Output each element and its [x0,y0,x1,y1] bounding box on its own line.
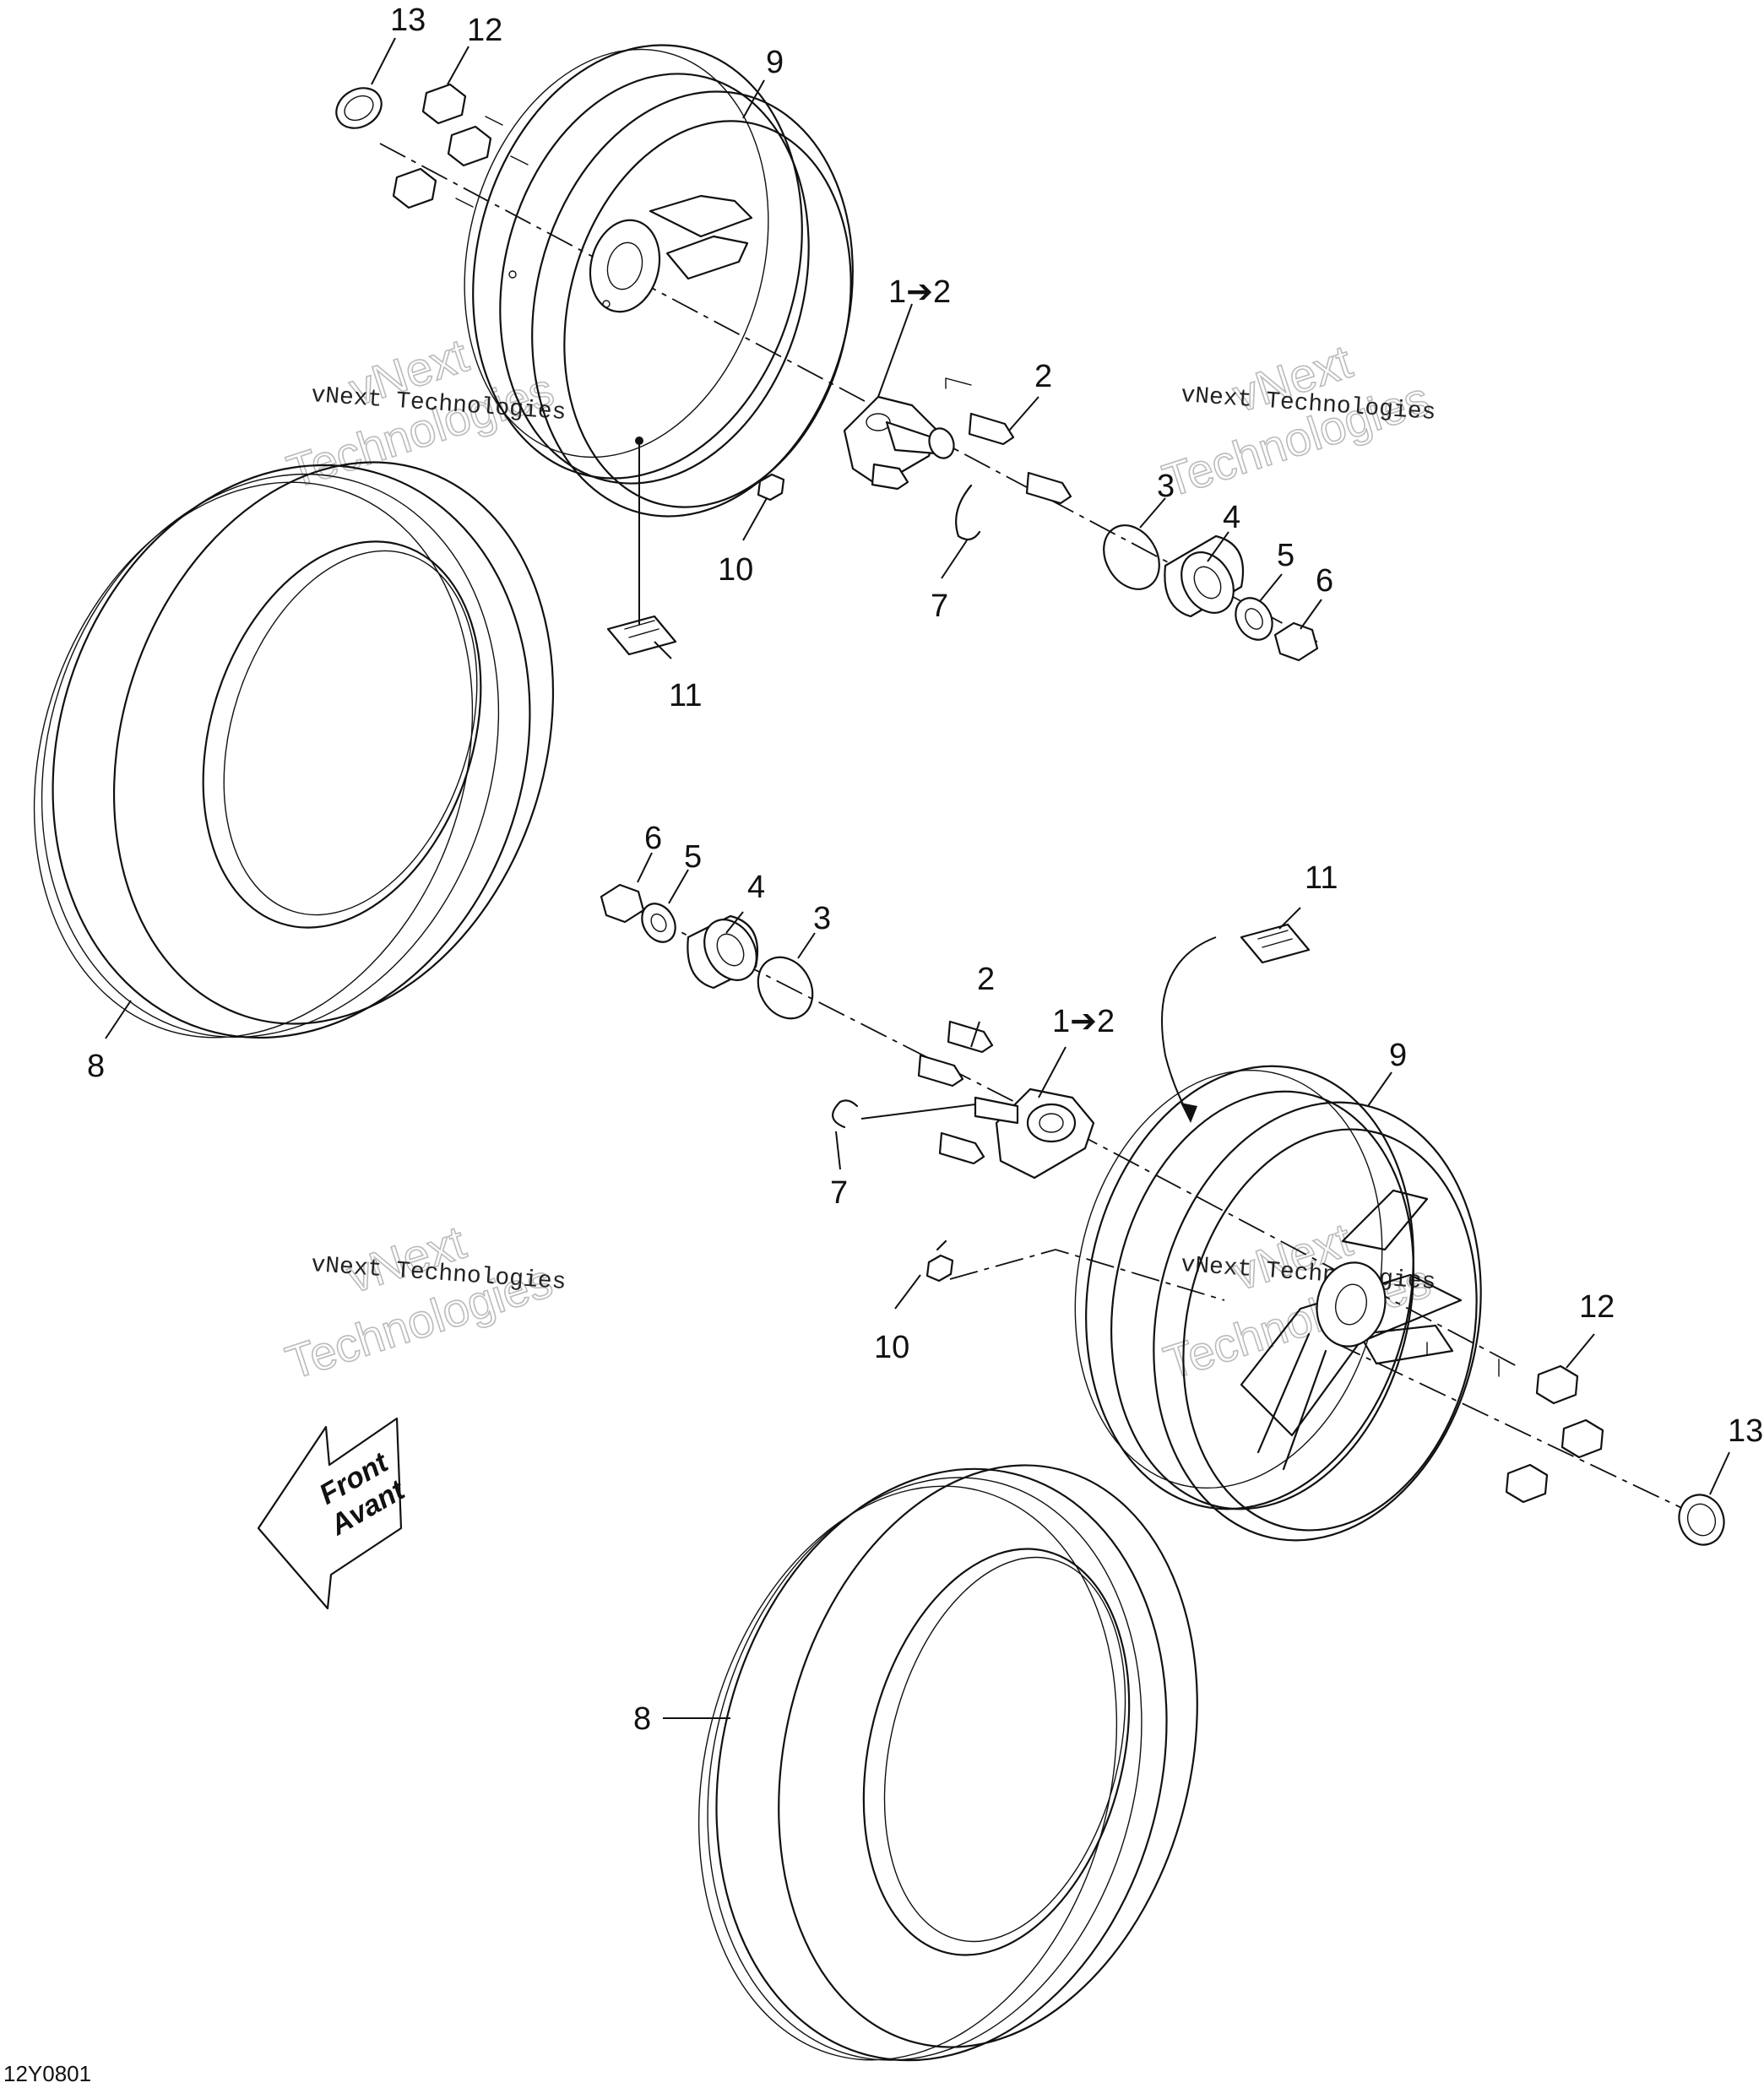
middle-nut [600,883,645,924]
callout-mid-2: 2 [977,962,995,997]
callout-top-9: 9 [766,45,784,80]
callout-mid-5: 5 [684,839,702,875]
top-axis-line [379,143,1318,643]
callout-top-5: 5 [1277,538,1295,573]
callout-mid-7: 7 [830,1175,848,1211]
top-cotter-pin [955,484,981,541]
front-direction-arrow: Front Avant [257,1417,411,1610]
top-rim-label [606,437,677,656]
callout-mid-6: 6 [644,821,662,856]
top-washer [1235,597,1273,641]
callout-mid-11: 11 [1305,860,1338,896]
middle-washer [641,903,676,943]
middle-valve-line [949,1249,1225,1301]
middle-hub [974,1087,1095,1180]
callout-top-13: 13 [390,3,426,38]
callout-mid-10: 10 [874,1330,909,1365]
middle-cotter-pin [832,1099,976,1129]
callout-mid-13: 13 [1728,1413,1763,1449]
middle-studs [917,1020,994,1165]
middle-bearing [687,914,759,990]
middle-valve-stem [925,1239,954,1283]
callout-top-7: 7 [931,588,948,624]
callout-mid-9: 9 [1389,1038,1407,1073]
callout-top-1to2: 1➔2 [888,274,951,310]
top-valve-stem [757,473,785,502]
middle-lugs-line [1333,1342,1690,1512]
top-wheel-rim [464,44,854,518]
callout-top-4: 4 [1223,500,1240,535]
callout-mid-1to2: 1➔2 [1052,1004,1115,1039]
callout-top-11: 11 [669,678,702,713]
top-hub [843,395,955,487]
callout-top-6: 6 [1316,563,1333,599]
callout-top-10: 10 [718,552,753,588]
callout-mid-3: 3 [813,901,831,936]
callout-bottom-8: 8 [633,1701,651,1737]
middle-wheel-rim [1074,1065,1482,1542]
document-id: 12Y0801 [3,2061,91,2086]
top-snap-ring [1103,524,1160,590]
top-studs [871,377,1072,505]
top-bearing [1164,534,1245,618]
callout-top-3: 3 [1157,469,1175,504]
top-nut [1273,621,1319,662]
bottom-tire [697,1464,1198,2062]
middle-rim-label [1161,923,1311,1123]
top-lug-nuts [392,83,529,209]
callout-top-2: 2 [1034,359,1052,394]
callout-left-8: 8 [87,1049,105,1084]
callout-top-12: 12 [467,13,502,48]
middle-snap-ring [757,956,814,1020]
leader-lines [105,37,1730,1719]
callout-mid-12: 12 [1579,1289,1615,1325]
middle-hub-cap [1678,1494,1725,1546]
middle-lug-nuts [1426,1342,1604,1504]
top-hub-cap [335,87,383,129]
left-tire [33,461,555,1039]
callout-mid-4: 4 [747,870,765,905]
